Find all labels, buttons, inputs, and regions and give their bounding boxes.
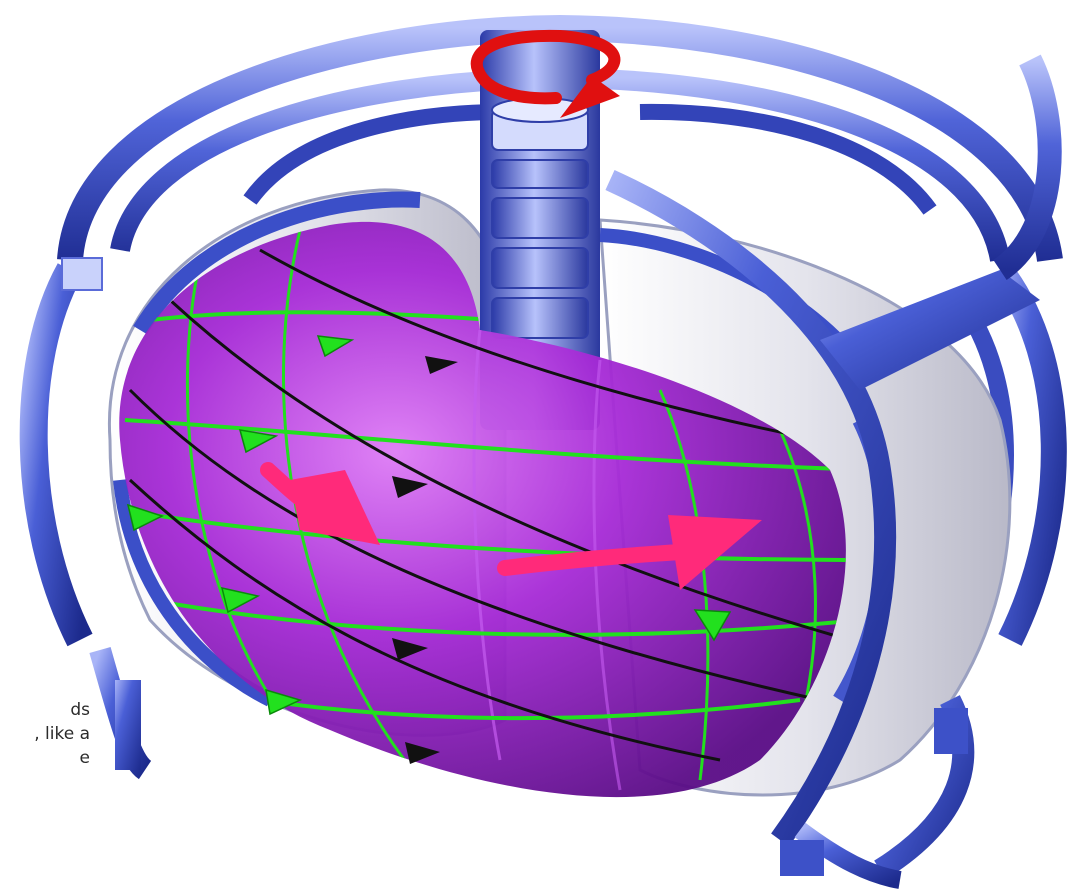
caption-line: ds [0, 698, 90, 722]
caption-line: , like a [0, 722, 90, 746]
caption-text: ds , like a e [0, 698, 90, 770]
caption-line: e [0, 746, 90, 770]
